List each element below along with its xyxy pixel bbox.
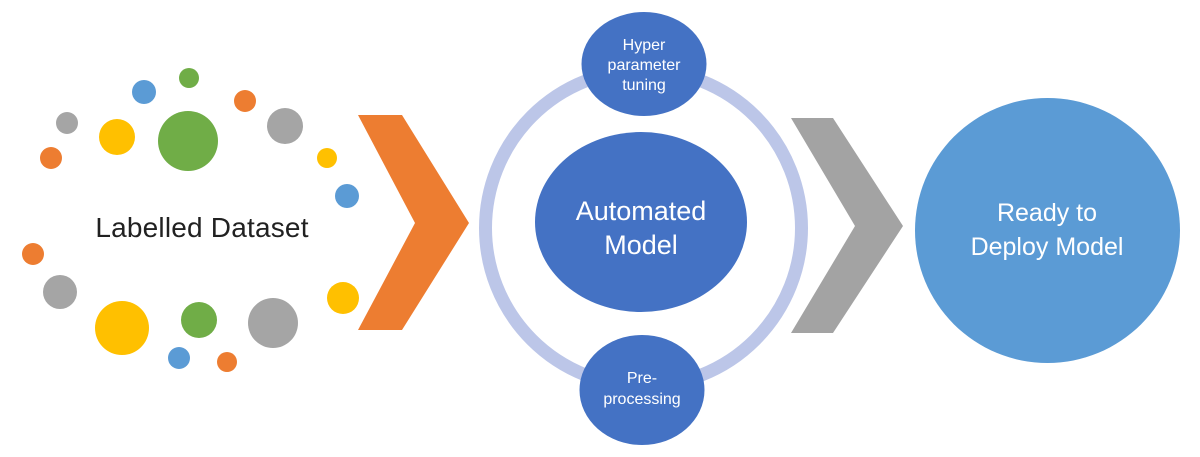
dataset-dot xyxy=(234,90,256,112)
dataset-dot xyxy=(40,147,62,169)
dataset-dot xyxy=(158,111,218,171)
dataset-dot xyxy=(132,80,156,104)
dataset-dot xyxy=(56,112,78,134)
dataset-dot xyxy=(95,301,149,355)
ready-to-deploy-node xyxy=(915,98,1180,363)
dataset-dot xyxy=(99,119,135,155)
dataset-dot xyxy=(248,298,298,348)
chevron-right-gray-icon xyxy=(791,118,903,333)
preprocessing-node xyxy=(579,335,705,445)
automated-model-node xyxy=(535,132,747,312)
dataset-dot xyxy=(181,302,217,338)
chevron-right-orange-icon xyxy=(358,115,469,330)
dataset-dot xyxy=(22,243,44,265)
dataset-dot xyxy=(168,347,190,369)
dataset-dot xyxy=(217,352,237,372)
dataset-dots xyxy=(22,68,359,372)
dataset-dot xyxy=(43,275,77,309)
dataset-dot xyxy=(317,148,337,168)
dataset-dot xyxy=(267,108,303,144)
dataset-dot xyxy=(179,68,199,88)
dataset-dot xyxy=(327,282,359,314)
hyperparameter-tuning-node xyxy=(581,12,707,116)
dataset-dot xyxy=(335,184,359,208)
